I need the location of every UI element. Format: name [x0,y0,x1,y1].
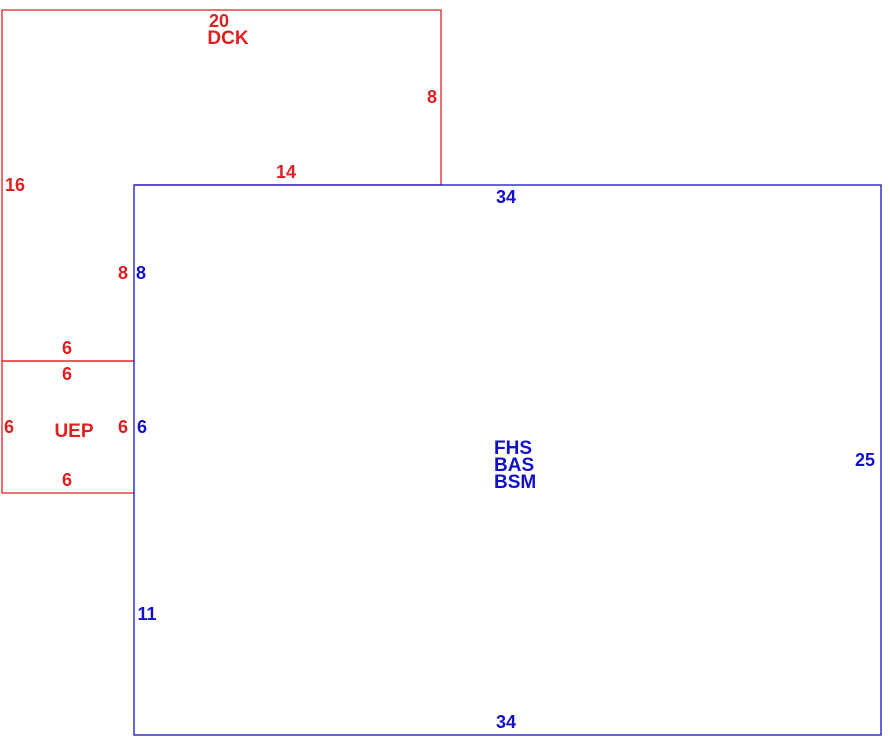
dck-left-dimension: 16 [5,175,25,195]
uep-area-name: UEP [54,421,93,442]
main-area-name-3: BSM [494,472,536,493]
main-area-outline [133,184,882,736]
main-top-dimension: 34 [496,187,516,207]
dck-step-dimension: 6 [62,338,72,358]
uep-top-dimension: 6 [62,364,72,384]
dck-bottom-dimension: 14 [276,162,296,182]
main-bottom-dimension: 34 [496,712,516,732]
main-left-middle-dimension: 6 [137,417,147,437]
uep-bottom-dimension: 6 [62,470,72,490]
dck-area-name: DCK [207,28,248,49]
uep-right-dimension: 6 [118,417,128,437]
dck-top-dimension: 20 [209,11,229,31]
main-right-dimension: 25 [855,450,875,470]
main-area-name-2: BAS [494,455,534,476]
dck-right-dimension: 8 [427,87,437,107]
main-area-name-1: FHS [494,438,532,459]
uep-left-dimension: 6 [4,417,14,437]
main-left-upper-dimension: 8 [136,263,146,283]
dck-inner-left-dimension: 8 [118,263,128,283]
main-left-lower-dimension: 11 [137,604,156,624]
uep-outline [1,360,134,494]
